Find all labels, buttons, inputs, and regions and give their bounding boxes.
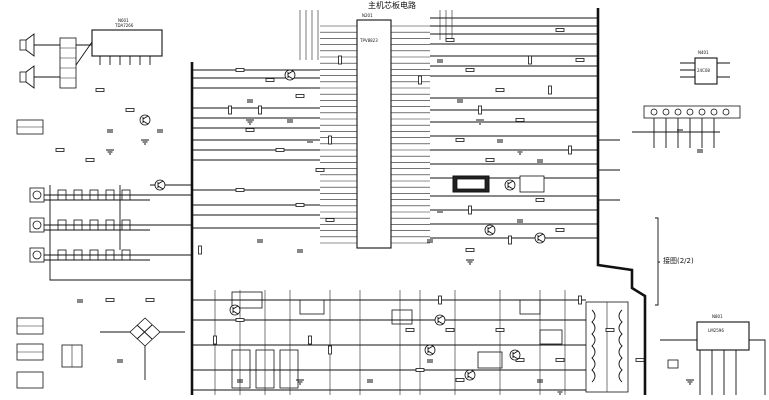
bridge-rectifier bbox=[100, 317, 185, 380]
main-ic-pins bbox=[192, 10, 620, 244]
circuit-components bbox=[55, 28, 703, 395]
regulator-part: LM2596 bbox=[708, 328, 724, 333]
main-ic-ref: N201 bbox=[362, 13, 373, 18]
center-small-chips bbox=[452, 175, 545, 193]
side-bracket bbox=[655, 217, 660, 306]
transformer bbox=[61, 344, 83, 368]
audio-amp-ref: N601 bbox=[118, 18, 129, 23]
regulator: N801 LM2596 bbox=[660, 314, 766, 395]
speaker-left-icon bbox=[19, 33, 35, 57]
main-ic: N201 TPV8823 bbox=[356, 13, 392, 249]
speaker-right-icon bbox=[19, 65, 35, 89]
output-transformer bbox=[585, 301, 629, 393]
main-ic-part: TPV8823 bbox=[359, 38, 378, 43]
audio-amp: N601 TDA7266 bbox=[91, 18, 163, 65]
eeprom-ref: N401 bbox=[698, 50, 709, 55]
audio-amp-part: TDA7266 bbox=[114, 23, 134, 28]
left-input-boxes bbox=[16, 119, 44, 389]
regulator-ref: N801 bbox=[712, 314, 723, 319]
speaker-connector bbox=[34, 37, 93, 89]
eeprom: N401 24C08 bbox=[680, 50, 730, 85]
key-connector bbox=[632, 105, 741, 148]
eeprom-part: 24C08 bbox=[697, 68, 710, 73]
left-connector-stack bbox=[29, 184, 192, 281]
bottom-circuit-blocks bbox=[192, 290, 586, 395]
diagram-title: 主机芯板电路 bbox=[368, 0, 416, 10]
side-label: 接图(2/2) bbox=[663, 256, 694, 265]
bus-lines bbox=[190, 8, 647, 395]
